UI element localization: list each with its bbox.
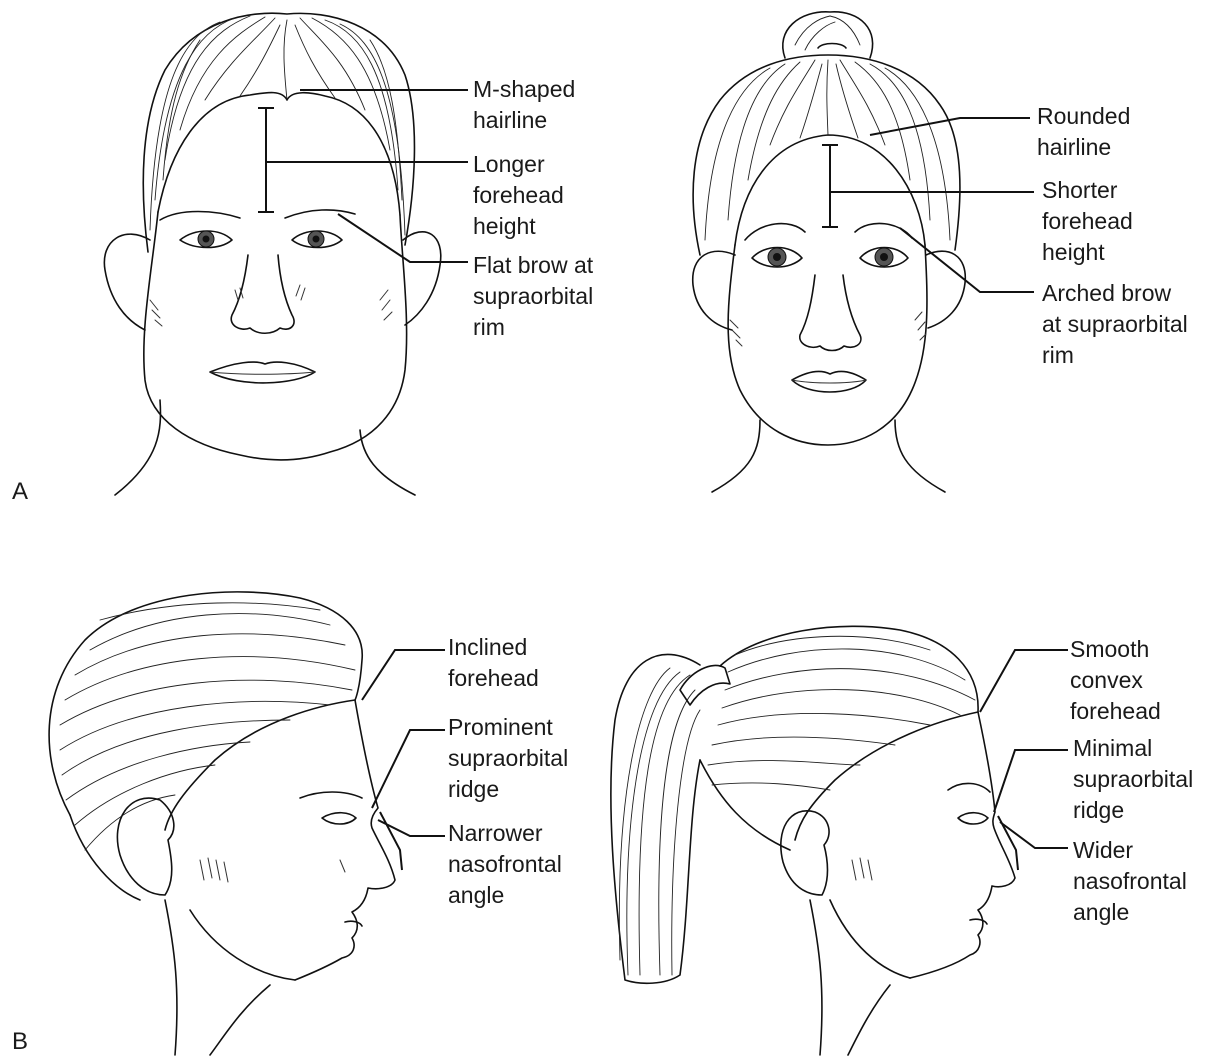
female-front-cheek-shading xyxy=(730,312,926,346)
male-front-right-brow xyxy=(285,210,355,218)
female-front-left-brow xyxy=(745,224,805,240)
male-profile xyxy=(49,592,395,1055)
female-profile-hair-strands xyxy=(708,636,975,790)
male-profile-face-outline xyxy=(295,700,395,980)
label-minimal-ridge: Minimalsupraorbitalridge xyxy=(1073,733,1193,826)
female-front-face-outline xyxy=(728,245,927,445)
male-profile-hair-strands xyxy=(60,603,355,850)
male-front-hair-strands xyxy=(150,16,405,235)
label-prominent-ridge: Prominentsupraorbitalridge xyxy=(448,712,568,805)
male-profile-neck xyxy=(210,985,270,1055)
male-front-face xyxy=(104,13,440,495)
male-front-neck-left xyxy=(115,400,160,495)
female-profile-mouth xyxy=(970,919,987,924)
female-front-nose xyxy=(800,275,861,351)
female-profile-jaw xyxy=(830,900,910,978)
female-profile-ear xyxy=(781,811,829,895)
male-front-neck-right xyxy=(360,430,415,495)
female-profile-neck xyxy=(848,985,890,1055)
male-front-hairline xyxy=(158,93,400,215)
male-profile-eye xyxy=(322,813,356,824)
male-front-left-ear xyxy=(104,234,150,330)
label-wider-angle: Widernasofrontalangle xyxy=(1073,835,1187,928)
label-narrower-angle: Narrowernasofrontalangle xyxy=(448,818,562,911)
female-profile-face-outline xyxy=(910,712,1015,978)
label-shorter-forehead-height: Shorterforeheadheight xyxy=(1042,175,1133,268)
male-profile-hairline xyxy=(165,700,355,830)
male-profile-shading xyxy=(200,858,345,882)
female-profile-eye xyxy=(958,813,988,824)
male-profile-jaw xyxy=(190,910,295,980)
male-front-nose xyxy=(231,255,294,333)
female-front-bun xyxy=(783,12,873,58)
label-smooth-forehead: Smoothconvexforehead xyxy=(1070,634,1161,727)
female-front-face xyxy=(693,12,966,492)
male-profile-brow xyxy=(300,792,362,798)
panel-a-right-leaders xyxy=(830,118,1034,292)
male-front-hair-outline xyxy=(143,13,414,252)
panel-letter-a: A xyxy=(12,478,28,506)
label-rounded-hairline: Roundedhairline xyxy=(1037,101,1130,163)
label-longer-forehead-height: Longerforeheadheight xyxy=(473,149,564,242)
male-front-left-brow xyxy=(160,212,240,221)
label-inclined-forehead: Inclinedforehead xyxy=(448,632,539,694)
female-profile-ponytail xyxy=(611,654,700,983)
female-front-neck-right xyxy=(895,420,945,492)
panel-b-right-leaders xyxy=(980,650,1068,870)
female-front-neck-left xyxy=(712,420,760,492)
label-m-shaped-hairline: M-shapedhairline xyxy=(473,74,575,136)
panel-letter-b: B xyxy=(12,1028,28,1056)
male-profile-ear xyxy=(117,798,173,895)
male-front-mouth xyxy=(210,362,315,383)
male-profile-mouth xyxy=(345,921,362,926)
male-front-cheek-shading xyxy=(150,285,392,326)
label-flat-brow: Flat brow atsupraorbitalrim xyxy=(473,250,593,343)
male-front-right-ear xyxy=(403,232,441,325)
panel-b-left-leaders xyxy=(362,650,445,870)
female-profile-hairline xyxy=(795,712,978,840)
male-forehead-height-bar xyxy=(258,108,274,212)
female-profile-brow xyxy=(948,783,990,792)
female-profile-shading xyxy=(852,858,872,880)
female-front-right-ear xyxy=(926,251,965,328)
female-profile-ponytail-strands xyxy=(619,668,700,975)
female-forehead-height-bar xyxy=(822,145,838,227)
female-front-hair-outline xyxy=(693,55,960,255)
label-arched-brow: Arched browat supraorbitalrim xyxy=(1042,278,1188,371)
female-profile xyxy=(611,626,1015,1055)
male-front-face-outline xyxy=(144,212,407,460)
